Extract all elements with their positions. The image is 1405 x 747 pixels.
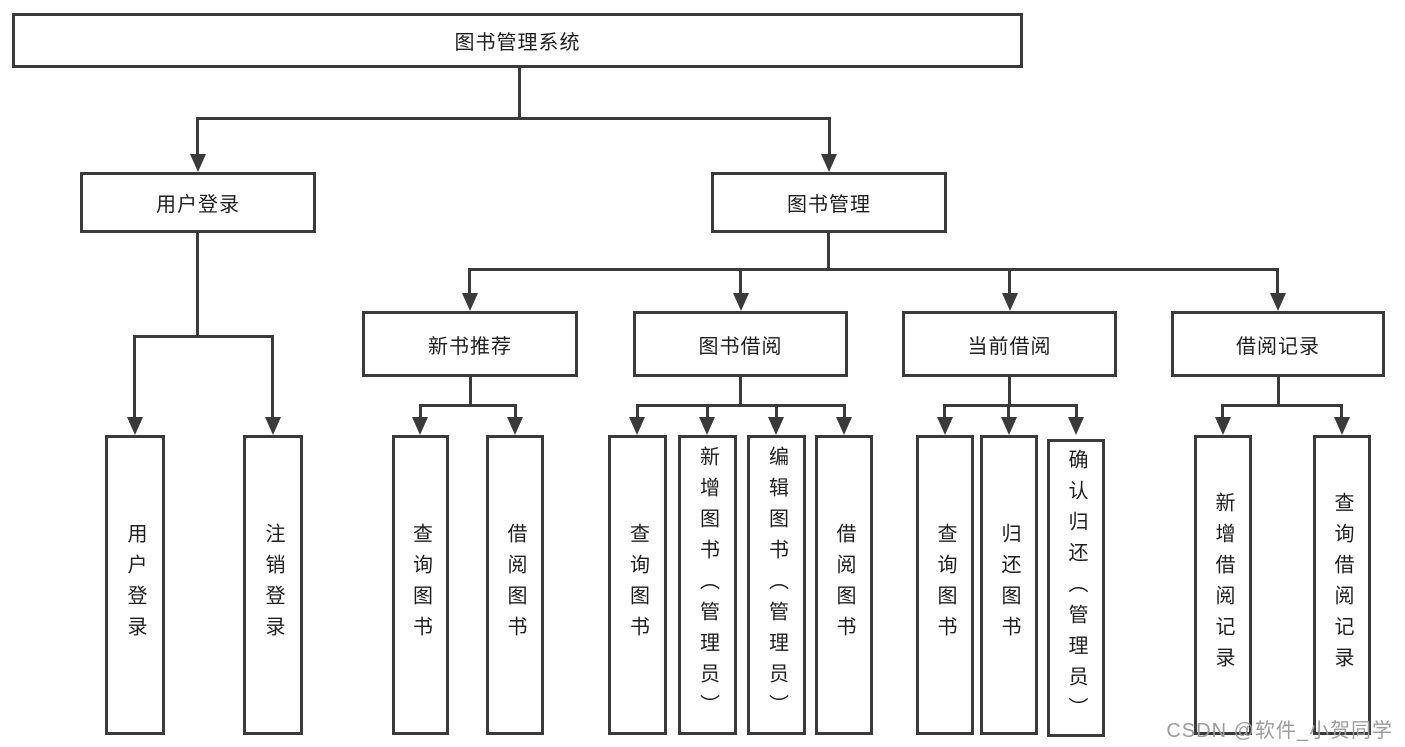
node-recommend-borrow-books: 借阅图书	[486, 435, 544, 735]
node-records-query-record: 查询借阅记录	[1313, 435, 1371, 735]
node-book-borrowing: 图书借阅	[633, 311, 848, 377]
leaf-label: 注销登录	[262, 523, 284, 647]
node-new-book-recommend: 新书推荐	[362, 311, 578, 377]
node-current-return-books: 归还图书	[980, 435, 1038, 735]
connector-line	[843, 404, 846, 417]
connector-line	[133, 335, 274, 338]
node-borrowing-edit-books: 编辑图书（管理员）	[747, 435, 806, 735]
connector-line	[943, 404, 946, 417]
node-book-management: 图书管理	[711, 172, 947, 233]
leaf-label: 借阅图书	[504, 523, 526, 647]
arrowhead	[768, 417, 784, 435]
connector-line	[827, 233, 830, 271]
arrowhead	[1270, 293, 1286, 311]
connector-line	[1221, 404, 1224, 417]
node-borrowing-query-books: 查询图书	[608, 435, 667, 735]
connector-line	[514, 404, 517, 417]
node-current-borrowing: 当前借阅	[902, 311, 1117, 377]
connector-line	[196, 233, 199, 338]
leaf-label: 查询图书	[409, 523, 432, 647]
connector-line	[1075, 404, 1078, 417]
connector-line	[1008, 268, 1011, 295]
node-logout: 注销登录	[243, 435, 303, 735]
leaf-label: 借阅图书	[833, 523, 855, 647]
leaf-label: 新增图书（管理员）	[696, 445, 719, 725]
leaf-label: 查询借阅记录	[1331, 492, 1353, 678]
arrowhead	[1215, 417, 1231, 435]
connector-line	[1221, 404, 1343, 407]
connector-line	[636, 404, 639, 417]
connector-line	[739, 268, 742, 295]
connector-line	[469, 377, 472, 407]
connector-line	[271, 335, 274, 417]
connector-line	[133, 335, 136, 417]
connector-line	[518, 68, 521, 120]
arrowhead	[265, 417, 281, 435]
connector-line	[468, 268, 471, 295]
connector-line	[1340, 404, 1343, 417]
arrowhead	[1334, 417, 1350, 435]
connector-line	[706, 404, 709, 417]
arrowhead	[507, 417, 523, 435]
arrowhead	[190, 154, 206, 172]
node-current-query-books: 查询图书	[916, 435, 974, 735]
connector-line	[1007, 404, 1010, 417]
arrowhead	[629, 417, 645, 435]
node-recommend-query-books: 查询图书	[392, 435, 449, 735]
arrowhead	[937, 417, 953, 435]
leaf-label: 查询图书	[626, 523, 649, 647]
connector-line	[775, 404, 778, 417]
arrowhead	[1068, 417, 1084, 435]
connector-line	[468, 268, 1279, 271]
connector-line	[1277, 377, 1280, 407]
arrowhead	[412, 417, 428, 435]
connector-line	[636, 404, 846, 407]
arrowhead	[1001, 417, 1017, 435]
connector-line	[1008, 377, 1011, 407]
leaf-label: 查询图书	[934, 523, 956, 647]
node-user-login-leaf: 用户登录	[105, 435, 165, 735]
node-library-management-system: 图书管理系统	[12, 13, 1023, 68]
arrowhead	[462, 293, 478, 311]
arrowhead	[821, 154, 837, 172]
arrowhead	[699, 417, 715, 435]
node-user-login: 用户登录	[80, 172, 316, 233]
connector-line	[419, 404, 422, 417]
arrowhead	[836, 417, 852, 435]
connector-line	[196, 117, 199, 156]
leaf-label: 新增借阅记录	[1212, 492, 1234, 678]
leaf-label: 用户登录	[124, 523, 146, 647]
connector-line	[196, 117, 831, 120]
connector-line	[419, 404, 517, 407]
node-borrowing-records: 借阅记录	[1171, 311, 1385, 377]
arrowhead	[127, 417, 143, 435]
arrowhead	[1002, 293, 1018, 311]
leaf-label: 编辑图书（管理员）	[765, 445, 788, 725]
leaf-label: 归还图书	[998, 523, 1020, 647]
connector-line	[828, 117, 831, 156]
connector-line	[739, 377, 742, 407]
node-current-confirm-return: 确认归还（管理员）	[1047, 439, 1105, 737]
node-records-add-record: 新增借阅记录	[1194, 435, 1252, 735]
arrowhead	[733, 293, 749, 311]
node-borrowing-borrow-books: 借阅图书	[815, 435, 873, 735]
leaf-label: 确认归还（管理员）	[1065, 448, 1087, 728]
connector-line	[1276, 268, 1279, 295]
csdn-watermark: CSDN @软件_小贺同学	[1166, 720, 1393, 742]
node-borrowing-add-books: 新增图书（管理员）	[678, 435, 737, 735]
connector-line	[943, 404, 1078, 407]
